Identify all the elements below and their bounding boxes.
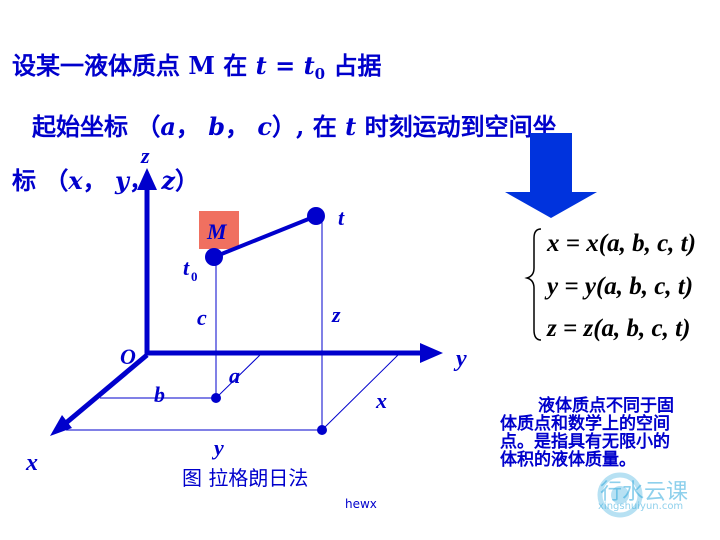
figure-caption: 图 拉格朗日法 [182,466,309,490]
time-t0-subscript: 0 [191,269,198,284]
start-point [205,248,223,266]
x-axis-label: x [25,450,38,476]
time-t0-label: t [183,255,190,280]
point-m-box [199,211,239,249]
text-line-1: 设某一液体质点 M 在 t = t0 占据 [12,46,381,83]
x-axis-line [58,353,149,430]
text-fragment: 在 [214,51,256,80]
trajectory-line [213,214,317,259]
note-text: 液体质点不同于固体质点和数学上的空间点。是指具有无限小的体积的液体质量。 [500,396,674,470]
text-fragment: t [303,51,315,80]
text-fragment: ， [82,166,116,195]
text-fragment: ） [174,166,199,195]
coord-c-label: c [197,305,207,330]
time-t-label: t [338,205,345,230]
construction-lines [66,218,399,431]
text-fragment: a [160,112,176,141]
equation-z: z = z(a, b, c, t) [546,315,690,342]
logo-name: 行水云课 [600,480,689,505]
end-projection-point [317,425,327,435]
start-projection-point [211,393,221,403]
text-fragment: c [257,112,273,141]
text-fragment: t [255,51,267,80]
guide-line [321,354,399,431]
coord-b-label: b [154,382,165,407]
text-fragment: z [161,166,175,195]
z-axis-arrowhead [137,168,157,190]
text-fragment: ， [175,112,209,141]
text-fragment: y [115,166,129,195]
text-fragment: x [68,166,83,195]
end-point [307,207,325,225]
text-fragment: ）, 在 [272,112,346,141]
text-fragment: 时刻运动到空间坐 [356,112,557,141]
text-fragment: ， [225,112,258,141]
text-fragment: 0 [314,65,326,83]
footer-text: hewx [345,497,377,511]
text-line-2: 起始坐标 （a， b， c）, 在 t 时刻运动到空间坐 [32,107,557,142]
text-fragment: = [266,51,304,80]
logo-url: xingshuiyun.com [598,501,684,512]
text-fragment: b [208,112,226,141]
equation-x: x = x(a, b, c, t) [546,230,696,257]
coord-y-label: y [211,435,224,460]
down-arrow [505,133,597,218]
point-m-label: M [206,219,228,244]
logo-icon [597,472,643,518]
coord-a-label: a [229,363,240,388]
y-axis-label: y [453,346,467,372]
text-fragment: 标 （ [12,166,69,195]
text-fragment: t [345,112,357,141]
y-axis-arrowhead [420,343,443,363]
text-fragment: 占据 [325,51,382,80]
coord-x-label: x [375,388,387,413]
x-axis-arrowhead [50,415,72,436]
z-axis-label: z [140,143,150,168]
text-fragment: 起始坐标 （ [32,112,161,141]
origin-label: O [120,344,136,369]
coord-z-label: z [331,302,341,327]
equation-y: y = y(a, b, c, t) [544,273,693,300]
text-fragment: 设某一液体质点 [12,51,189,80]
guide-line [215,354,261,399]
equation-brace [524,228,542,341]
text-fragment: M [188,51,215,80]
